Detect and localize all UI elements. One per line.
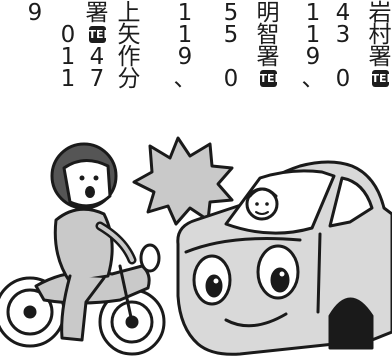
glyph: 上 [117,0,141,26]
glyph: 署 [256,44,280,70]
glyph: 村 [368,22,392,48]
motorcycle-rider-icon [0,142,166,356]
text-column-1: 9 [23,0,47,26]
glyph: 0 [223,66,239,92]
text-column-6: 5 5 0 [219,0,243,92]
glyph: 矢 [117,22,141,48]
glyph: 5 [223,22,239,48]
glyph: 署 [85,0,109,26]
glyph [331,46,355,68]
glyph: 、 [301,66,325,92]
phone-tel-icon: TEL [88,26,111,43]
crash-illustration [0,136,392,356]
glyph: 1 [305,0,321,26]
glyph: 1 [177,0,193,26]
glyph: 作 [117,44,141,70]
text-column-8: 1 1 9 、 [301,0,325,92]
glyph: 9 [305,44,321,70]
glyph: 7 [89,66,105,92]
text-column-10: 岩 村 署 TEL [368,2,392,90]
glyph [56,2,80,24]
glyph: 0 [335,66,351,92]
glyph: 智 [256,22,280,48]
glyph: 分 [117,66,141,92]
phone-tel-icon: TEL [259,70,282,87]
phone-tel-icon: TEL [371,70,392,87]
text-column-7: 明 智 署 TEL [256,0,282,90]
glyph: 3 [335,22,351,48]
glyph: 4 [89,44,105,70]
glyph: 5 [223,0,239,26]
glyph [219,46,243,68]
glyph: 1 [60,66,76,92]
glyph: 9 [27,0,43,26]
car-icon [176,160,392,356]
glyph: 明 [256,0,280,26]
glyph: 4 [335,0,351,26]
text-column-4: 上 矢 作 分 [117,0,141,92]
glyph: 、 [173,66,197,92]
glyph: 岩 [368,0,392,26]
crash-burst-icon [132,136,234,226]
glyph: 1 [177,22,193,48]
glyph: 1 [60,44,76,70]
text-column-2: 0 1 1 [56,2,80,92]
text-column-9: 4 3 0 [331,0,355,92]
glyph: 0 [60,22,76,48]
text-column-3: 署 TEL 4 7 [85,0,111,92]
glyph: 9 [177,44,193,70]
text-column-5: 1 1 9 、 [173,0,197,92]
glyph: 1 [305,22,321,48]
glyph: 署 [368,44,392,70]
